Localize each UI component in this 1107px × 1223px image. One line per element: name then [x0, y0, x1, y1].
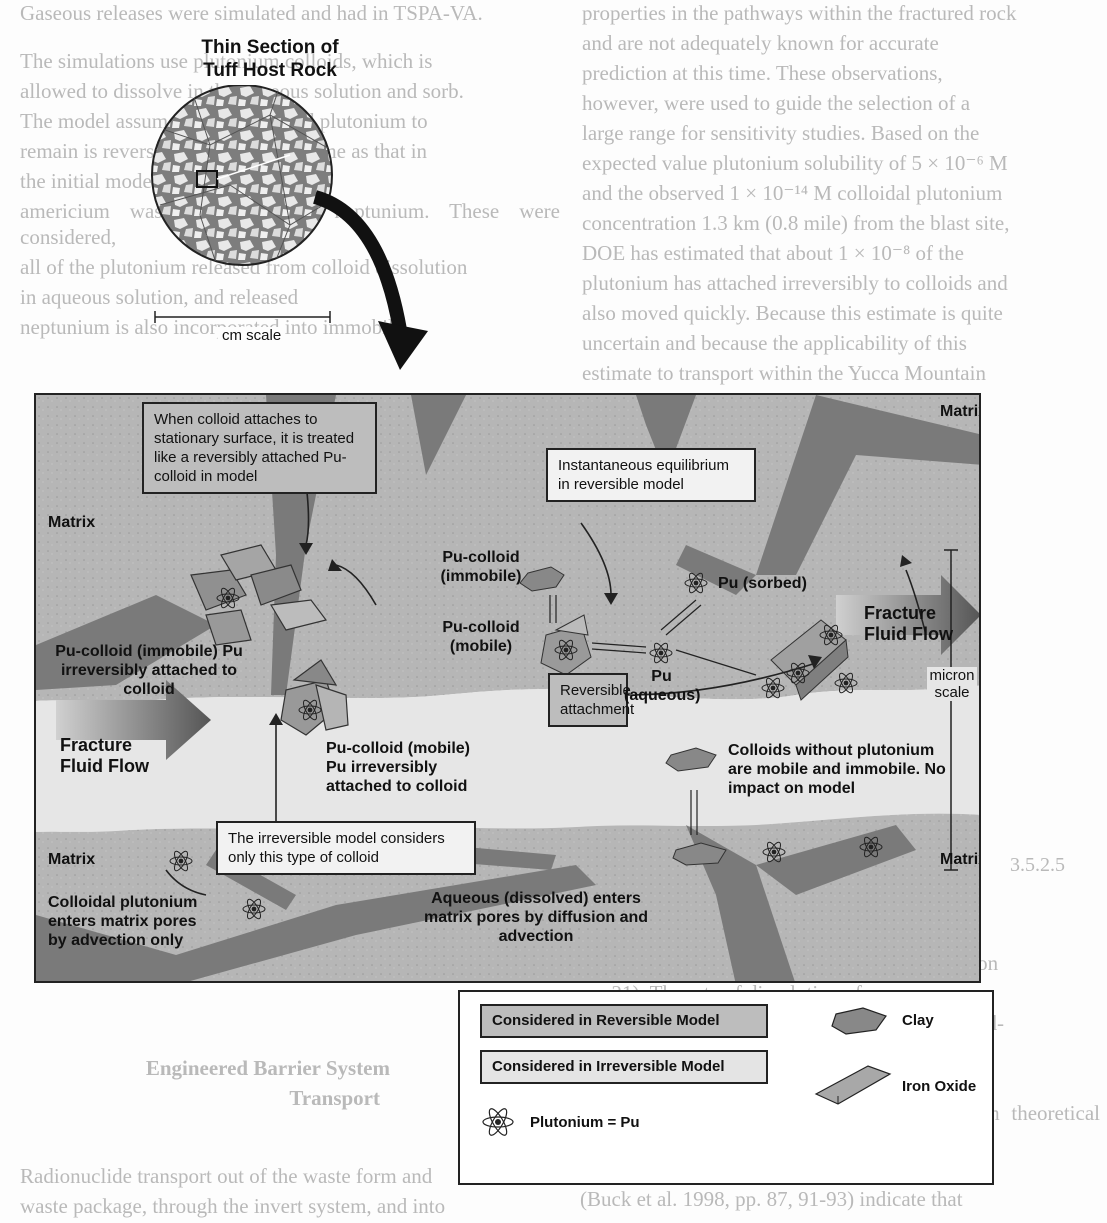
bg-right-line: prediction at this time. These observati…: [582, 61, 943, 85]
cm-scale-label: cm scale: [218, 327, 286, 344]
matrix-label-top-right: Matrix: [940, 403, 979, 420]
legend-iron-oxide-label: Iron Oxide: [902, 1078, 977, 1095]
bg-right-line: expected value plutonium solubility of 5…: [582, 151, 1008, 175]
matrix-label-left-upper: Matrix: [48, 514, 96, 531]
bg-left-line: in aqueous solution, and released: [20, 285, 299, 309]
label-micron-scale: micron scale: [927, 667, 977, 701]
thin-section-title: Thin Section of Tuff Host Rock: [190, 36, 350, 82]
label-pu-aqueous: Pu (aqueous): [624, 668, 701, 704]
thin-section-circle: [151, 85, 333, 266]
bg-right-line: also moved quickly. Because this estimat…: [582, 301, 1003, 325]
thin-section-title-line1: Thin Section of: [201, 37, 339, 58]
plutonium-legend-icon: [482, 1108, 514, 1136]
legend-reversible-model: Considered in Reversible Model: [480, 1004, 768, 1038]
bg-left-line: The simulations use plutonium colloids, …: [20, 49, 433, 73]
bg-right-line: estimate to transport within the Yucca M…: [582, 361, 986, 385]
legend-plutonium-label: Plutonium = Pu: [530, 1114, 640, 1131]
note-reversible-attachment: Reversible attachment: [548, 673, 634, 727]
label-aqueous-enters-pores: Aqueous (dissolved) enters matrix pores …: [423, 890, 649, 945]
label-pu-colloid-immobile-irreversible: Pu-colloid (immobile) Pu irreversibly at…: [55, 643, 243, 698]
bg-bottom-heading: Engineered Barrier System: [145, 1056, 390, 1080]
label-colloidal-pu-pores: Colloidal plutonium enters matrix pores …: [48, 894, 198, 949]
legend-clay-label: Clay: [902, 1012, 934, 1029]
thin-section-title-line2: Tuff Host Rock: [203, 60, 337, 81]
background-text-bottom-left: Engineered Barrier System Transport Radi…: [20, 1000, 450, 1223]
bg-bottom-heading: Transport: [289, 1086, 380, 1110]
background-text-right: properties in the pathways within the fr…: [582, 0, 1102, 420]
iron-oxide-legend-icon: [814, 1065, 892, 1105]
fracture-flow-arrow-left: [56, 680, 211, 760]
legend: Considered in Reversible Model Considere…: [458, 990, 994, 1185]
bg-left-line: neptunium is also incorporated into immo…: [20, 315, 404, 339]
label-pu-colloid-immobile: Pu-colloid (immobile): [440, 549, 522, 585]
bg-right-line: plutonium has attached irreversibly to c…: [582, 271, 1008, 295]
clay-colloid-no-pu-top: [665, 747, 717, 772]
clay-colloid-no-pu-bottom: [672, 842, 727, 866]
clay-colloid-immobile: [519, 566, 565, 592]
label-fracture-flow-left: Fracture Fluid Flow: [60, 735, 149, 776]
colloid-transport-diagram: Matrix Matrix Matrix Matrix When colloid…: [34, 393, 981, 983]
bg-left-line: Gaseous releases were simulated and had …: [20, 1, 483, 25]
note-colloid-attaches: When colloid attaches to stationary surf…: [142, 402, 377, 494]
note-irreversible-model: The irreversible model considers only th…: [216, 821, 476, 875]
matrix-label-left-lower: Matrix: [48, 851, 96, 868]
fracture-flow-arrow-right: [836, 575, 979, 655]
bg-bottom-line: waste package, through the invert system…: [20, 1194, 446, 1218]
note-instantaneous-equilibrium: Instantaneous equilibrium in reversible …: [546, 448, 756, 502]
bg-right-line: DOE has estimated that about 1 × 10⁻⁸ of…: [582, 241, 964, 265]
bg-right-lower-line: (Buck et al. 1998, pp. 87, 91-93) indica…: [580, 1187, 963, 1211]
bg-bottom-line: Radionuclide transport out of the waste …: [20, 1164, 433, 1188]
label-pu-sorbed: Pu (sorbed): [718, 575, 807, 592]
bg-right-line: and the observed 1 × 10⁻¹⁴ M colloidal p…: [582, 181, 1003, 205]
bg-right-line: large range for sensitivity studies. Bas…: [582, 121, 980, 145]
clay-legend-icon: [831, 1007, 887, 1035]
zoom-arrow: [312, 190, 407, 332]
bg-right-line: however, were used to guide the selectio…: [582, 91, 971, 115]
bg-right-line: uncertain and because the applicability …: [582, 331, 967, 355]
background-section-heading: 3.5.2.5: [1010, 854, 1065, 876]
label-pu-colloid-mobile-irreversible: Pu-colloid (mobile) Pu irreversibly atta…: [326, 740, 470, 795]
matrix-label-lower-right: Matrix: [940, 851, 979, 868]
label-colloids-without-pu: Colloids without plutonium are mobile an…: [728, 742, 946, 797]
bg-right-line: and are not adequately known for accurat…: [582, 31, 939, 55]
legend-irreversible-model: Considered in Irreversible Model: [480, 1050, 768, 1084]
label-pu-colloid-mobile: Pu-colloid (mobile): [442, 619, 520, 655]
bg-right-line: properties in the pathways within the fr…: [582, 1, 1017, 25]
thin-section-figure: [151, 85, 428, 370]
label-fracture-flow-right: Fracture Fluid Flow: [864, 603, 953, 644]
bg-right-line: concentration 1.3 km (0.8 mile) from the…: [582, 211, 1010, 235]
